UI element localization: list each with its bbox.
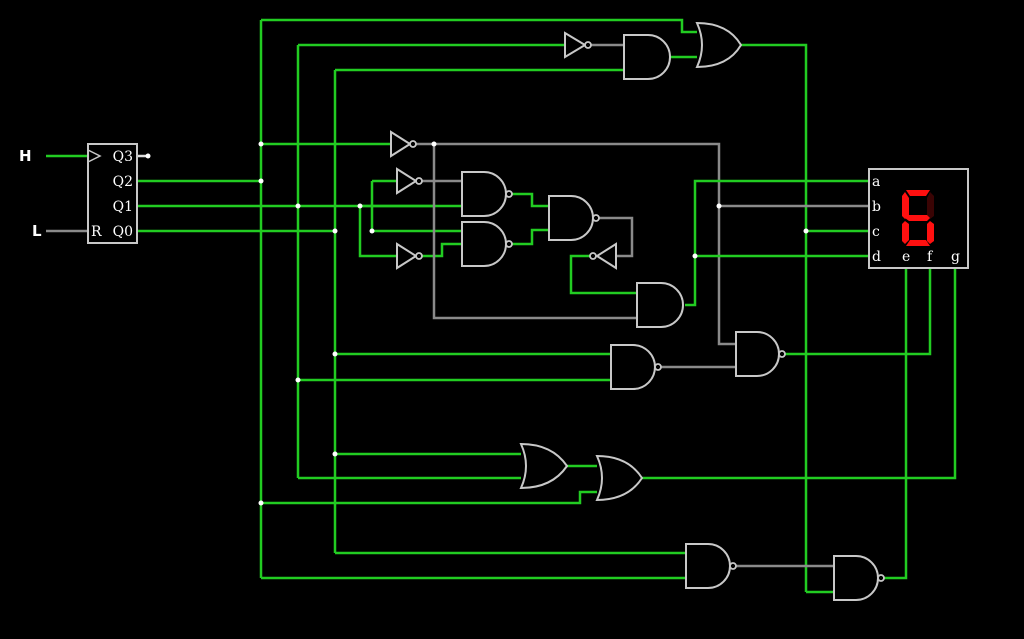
segment-a [906, 190, 930, 196]
nand-gate [461, 221, 513, 267]
reset-input-label[interactable]: L [32, 222, 42, 240]
or-gate [695, 21, 743, 69]
or-gate [519, 442, 569, 490]
pin-label-c: c [872, 224, 880, 240]
segment-e [902, 221, 909, 244]
pin-label-b: b [872, 199, 881, 215]
not-gate [589, 242, 617, 270]
segment-f [902, 192, 909, 219]
output-label-q1: Q1 [113, 199, 133, 215]
not-gate [396, 242, 423, 270]
segment-d [906, 240, 930, 246]
counter-body [87, 143, 138, 244]
nand-gate [833, 555, 885, 601]
pin-label-a: a [872, 174, 880, 190]
pin-label-d: d [872, 249, 881, 265]
seven-segment-display: a b c d e f g [868, 168, 969, 269]
counter-chip[interactable]: R Q3 Q2 Q1 Q0 [87, 143, 138, 244]
pin-label-g: g [951, 249, 960, 265]
gates [390, 21, 885, 601]
reset-pin-label: R [91, 224, 102, 240]
nand-gate [548, 195, 600, 241]
not-gate [390, 130, 417, 158]
or-gate [595, 454, 644, 502]
nand-gate [685, 543, 737, 589]
and-gate [636, 282, 684, 328]
nand-gate [735, 331, 786, 377]
segment-c [927, 221, 934, 244]
output-label-q2: Q2 [113, 174, 133, 190]
output-label-q0: Q0 [113, 224, 133, 240]
pin-label-e: e [902, 249, 910, 265]
clock-pin-triangle [87, 149, 102, 163]
digit-segments [902, 190, 934, 246]
not-gate [564, 31, 592, 59]
nand-gate [610, 344, 662, 390]
clock-input-label[interactable]: H [19, 147, 32, 165]
wires [46, 18, 957, 594]
output-label-q3: Q3 [113, 149, 133, 165]
junction-dots [145, 141, 809, 506]
and-gate [623, 34, 671, 80]
nand-gate [461, 171, 513, 217]
not-gate [396, 167, 423, 195]
segment-g [905, 215, 930, 221]
pin-label-f: f [927, 249, 934, 265]
segment-b [927, 192, 934, 219]
